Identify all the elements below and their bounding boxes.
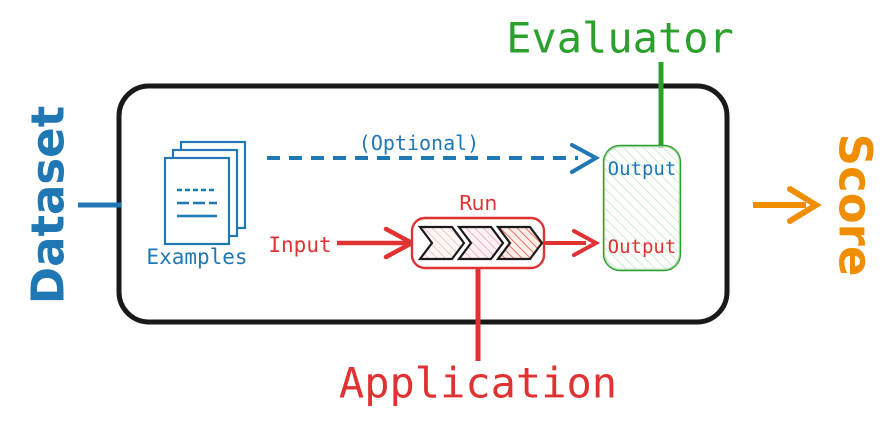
run-step-3-chevron — [495, 225, 544, 261]
score-arrow — [753, 186, 822, 224]
input-label: Input — [268, 233, 331, 257]
output-prediction-label: Output — [608, 236, 677, 258]
run-step-1-chevron — [417, 225, 466, 261]
examples-label: Examples — [146, 245, 247, 269]
run-output-arrow — [545, 229, 601, 257]
optional-label: (Optional) — [359, 131, 479, 155]
stacked-documents-icon — [163, 140, 247, 246]
run-step-2-chevron — [456, 225, 505, 261]
evaluator-label: Evaluator — [506, 14, 734, 63]
evaluator-output-box-tint — [604, 146, 680, 270]
application-label: Application — [339, 359, 617, 408]
optional-arrow — [267, 143, 601, 174]
dataset-label: Dataset — [22, 106, 75, 304]
run-label: Run — [459, 191, 497, 215]
output-reference-label: Output — [608, 158, 677, 180]
score-label: Score — [829, 134, 882, 277]
